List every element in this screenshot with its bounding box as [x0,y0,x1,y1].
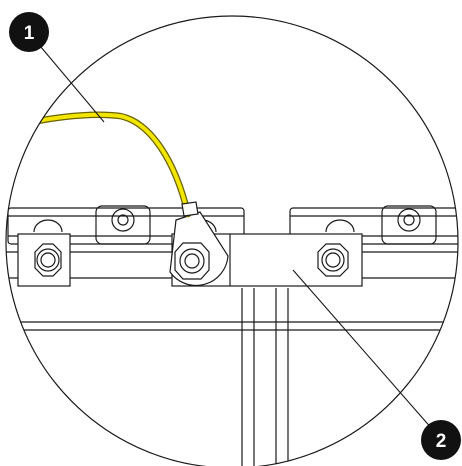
vertical-post [241,288,289,466]
leader-line-2 [292,269,441,439]
leader-line-1 [29,33,105,123]
callout-2-badge [421,420,461,460]
callout-1: 1 [9,12,49,52]
detail-circle [5,15,459,466]
callout-1-badge [9,12,49,52]
detail-content [6,111,458,466]
callout-2: 2 [421,420,461,460]
ground-wire [6,111,199,218]
right-roller-assembly [325,205,437,245]
callout-2-number: 2 [436,431,447,452]
callout-1-number: 1 [24,23,35,44]
ring-terminal [169,211,229,287]
left-bracket [17,233,71,287]
